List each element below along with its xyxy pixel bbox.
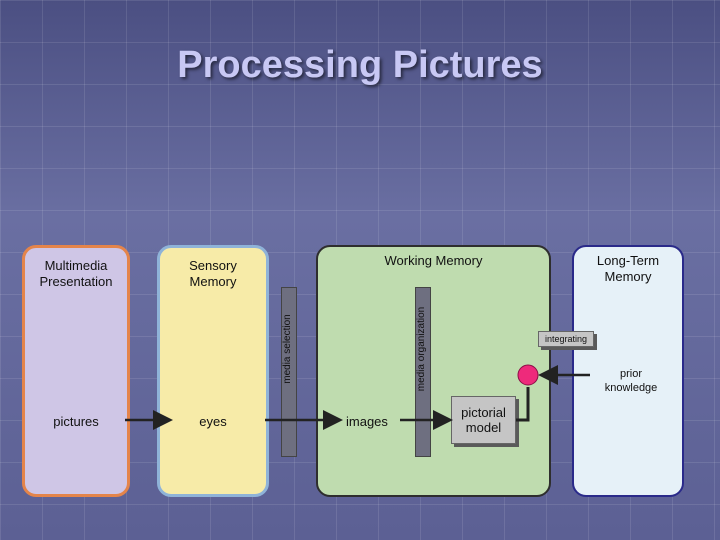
connector-model-to-node: [516, 387, 530, 422]
integrating-node: [517, 364, 539, 386]
working-memory-label: Working Memory: [384, 253, 483, 268]
sensory-memory-panel: Sensory Memory eyes: [157, 245, 269, 497]
pictures-label: pictures: [53, 414, 99, 429]
integrating-box: integrating: [538, 331, 594, 347]
sensory-memory-label: Sensory Memory: [189, 258, 237, 289]
long-term-memory-panel: Long-Term Memory prior knowledge: [572, 245, 684, 497]
pictorial-model-label: pictorial model: [461, 405, 506, 435]
prior-knowledge-label: prior knowledge: [604, 368, 658, 394]
media-selection-bar: [281, 287, 297, 457]
multimedia-presentation-panel: Multimedia Presentation pictures: [22, 245, 130, 497]
pictorial-model-box: pictorial model: [451, 396, 516, 444]
slide-title: Processing Pictures: [177, 44, 543, 86]
multimedia-presentation-label: Multimedia Presentation: [39, 258, 113, 289]
images-label: images: [346, 414, 388, 429]
eyes-label: eyes: [199, 414, 227, 429]
long-term-memory-label: Long-Term Memory: [596, 253, 660, 284]
working-memory-panel: Working Memory images: [316, 245, 551, 497]
media-organization-bar: [415, 287, 431, 457]
